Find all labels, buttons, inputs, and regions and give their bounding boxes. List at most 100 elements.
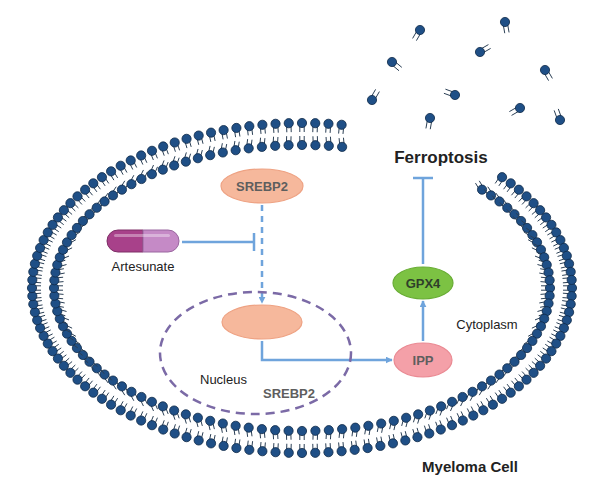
lipid-head [338, 142, 347, 151]
inhibition-line [182, 241, 253, 244]
lipid-head [73, 192, 82, 201]
lipid-head [29, 267, 38, 276]
lipid-head [89, 179, 98, 188]
lipid-head [182, 134, 191, 143]
lipid-head [92, 364, 101, 373]
lipid-head [363, 443, 372, 452]
lipid-head [450, 90, 459, 99]
lipid-head [522, 375, 531, 384]
lipid-head [479, 406, 488, 415]
outcome-label: Ferroptosis [394, 148, 488, 168]
inhibition-bar [413, 177, 433, 180]
region-label: Cytoplasm [456, 317, 517, 332]
lipid-head [73, 375, 82, 384]
lipid-head [469, 411, 478, 420]
lipid-head [297, 426, 306, 435]
lipid-head [206, 439, 215, 448]
lipid-head [506, 179, 515, 188]
enzyme-ellipse: GPX4 [392, 266, 454, 300]
lipid-head [182, 433, 191, 442]
lipid-head [159, 142, 168, 151]
lipid-head [231, 146, 240, 155]
lipid-head [137, 174, 146, 183]
lipid-head [170, 429, 179, 438]
lipid-head [81, 382, 90, 391]
lipid-head [271, 141, 280, 150]
lipid-head [158, 402, 167, 411]
lipid-head [297, 118, 306, 127]
lipid-head [350, 445, 359, 454]
cell-label: Myeloma Cell [422, 458, 518, 475]
lipid-head [351, 423, 360, 432]
lipid-head [475, 47, 484, 56]
lipid-head [477, 185, 486, 194]
lipid-head [506, 388, 515, 397]
lipid-head [147, 421, 156, 430]
capsule-icon [106, 229, 180, 253]
lipid-head [338, 425, 347, 434]
lipid-head [181, 410, 190, 419]
lipid-head [447, 421, 456, 430]
lipid-head [30, 308, 39, 317]
lipid-head [116, 406, 125, 415]
lipid-head [147, 170, 156, 179]
lipid-head [414, 410, 423, 419]
lipid-head [85, 210, 94, 219]
lipid-head [522, 192, 531, 201]
lipid-head [389, 416, 398, 425]
pathway-arrow [422, 301, 425, 341]
lipid-head [284, 119, 293, 128]
node-label: GPX4 [406, 276, 441, 291]
lipid-head [219, 126, 228, 135]
lipid-head [477, 382, 486, 391]
lipid-head [66, 368, 75, 377]
lipid-head [147, 146, 156, 155]
lipid-head [497, 173, 506, 182]
lipid-head [364, 421, 373, 430]
lipid-head [106, 400, 115, 409]
lipid-head [425, 429, 434, 438]
drug-capsule: Artesunate [100, 229, 186, 274]
lipid-head [284, 141, 293, 150]
metabolite-ellipse: IPP [393, 342, 453, 378]
lipid-head [159, 425, 168, 434]
lipid-head [232, 123, 241, 132]
lipid-head [206, 416, 215, 425]
lipid-head [337, 447, 346, 456]
lipid-head [100, 370, 109, 379]
lipid-head [515, 103, 524, 112]
lipid-head [170, 138, 179, 147]
lipid-head [137, 392, 146, 401]
lipid-head [284, 426, 293, 435]
lipid-head [137, 416, 146, 425]
lipid-head [486, 376, 495, 385]
lipid-head [503, 203, 512, 212]
lipid-head [97, 173, 106, 182]
lipid-head [488, 400, 497, 409]
lipid-head [126, 156, 135, 165]
lipid-head [564, 259, 573, 268]
lipid-head [92, 203, 101, 212]
lipid-head [529, 199, 538, 208]
lipid-head [545, 276, 554, 285]
lipid-head [170, 161, 179, 170]
lipid-head [367, 95, 376, 104]
lipid-head [257, 425, 266, 434]
node-label: SREBP2 [263, 386, 315, 401]
protein-ellipse: SREBP2 [220, 168, 304, 204]
lipid-head [540, 65, 549, 74]
lipid-head [415, 25, 424, 34]
lipid-head [297, 448, 306, 457]
lipid-head [500, 17, 509, 26]
lipid-head [244, 423, 253, 432]
lipid-head [566, 300, 575, 309]
lipid-head [458, 416, 467, 425]
lipid-head [194, 131, 203, 140]
lipid-head [244, 144, 253, 153]
lipid-head [193, 154, 202, 163]
nucleus-region: SREBP2Nucleus [158, 290, 353, 416]
lipid-head [311, 448, 320, 457]
lipid-head [194, 436, 203, 445]
lipid-head [89, 388, 98, 397]
